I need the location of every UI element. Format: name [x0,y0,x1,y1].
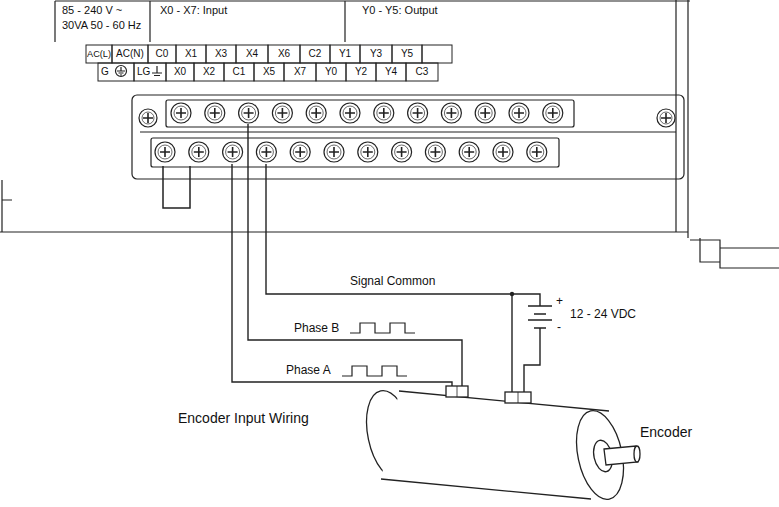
polarity-mark: + [556,295,563,309]
terminal-label-cell [224,63,254,81]
terminal-screw [657,109,675,127]
terminal-label: X6 [278,48,290,60]
terminal-screw [256,142,276,162]
terminal-screw [527,142,547,162]
terminal-label: X0 [174,66,186,78]
terminal-label: Y2 [355,66,367,78]
terminal-label-cell [176,45,206,63]
terminal-screw [272,103,292,123]
terminal-screw [392,142,412,162]
terminal-screw [543,103,563,123]
terminal-screw [374,103,394,123]
terminal-label-cell [254,63,284,81]
terminal-screw [340,103,360,123]
terminal-label: X5 [263,66,275,78]
terminal-label-grid [86,45,452,81]
terminal-label: AC(L) [87,49,111,60]
terminal-label-cell [316,63,346,81]
terminal-screw [493,142,513,162]
terminal-screw [189,142,209,162]
polarity-mark: - [557,321,561,335]
terminal-screw [408,103,428,123]
terminal-label: G [101,66,109,78]
terminal-label: X2 [203,66,215,78]
terminal-label-cell [376,63,406,81]
terminal-label-cell [236,45,268,63]
terminal-label-cell [86,45,112,63]
terminal-label: Y1 [339,48,351,60]
terminal-label-cell [268,45,300,63]
terminal-label: C1 [233,66,246,78]
terminal-label-cell [112,45,148,63]
terminal-label: X7 [294,66,306,78]
terminal-label-cell [300,45,330,63]
terminal-label-cell [148,45,176,63]
signal-name: Phase B [294,322,339,336]
terminal-label-cell [360,45,392,63]
signal-name: Signal Common [350,275,435,289]
terminal-screw [358,142,378,162]
terminal-screw [239,103,259,123]
terminal-label: C3 [416,66,429,78]
terminal-screw [306,103,326,123]
terminal-screw [324,142,344,162]
supply-rating: 30VA 50 - 60 Hz [62,19,141,32]
terminal-label-cell [284,63,316,81]
terminal-label-cell [422,45,452,63]
terminal-label-cell [330,45,360,63]
terminal-screw [509,103,529,123]
terminal-label-cell [98,63,134,81]
terminal-label: Y4 [385,66,397,78]
terminal-screw [290,142,310,162]
terminal-label-cell [346,63,376,81]
terminal-label: Y5 [401,48,413,60]
figure-caption: Encoder Input Wiring [178,410,309,426]
terminal-label: X1 [185,48,197,60]
terminal-label: AC(N) [116,48,144,60]
terminal-label-cell [206,45,236,63]
encoder-body [350,378,710,505]
terminal-label-cell [166,63,194,81]
terminal-screw [223,142,243,162]
terminal-screw [441,103,461,123]
terminal-screw [205,103,225,123]
input-range: X0 - X7: Input [160,4,227,17]
terminal-label-cell [134,63,166,81]
terminal-screw [459,142,479,162]
terminal-label: X3 [215,48,227,60]
terminal-label-cell [392,45,422,63]
voltage-label: 12 - 24 VDC [570,308,636,322]
terminal-label-cell [406,63,438,81]
terminal-label: Y0 [325,66,337,78]
terminal-label: C2 [309,48,322,60]
terminal-label: Y3 [370,48,382,60]
supply-rating: 85 - 240 V ~ [62,4,122,17]
terminal-screw [475,103,495,123]
terminal-label: C0 [156,48,169,60]
terminal-label-cell [194,63,224,81]
encoder: Encoder [350,378,710,505]
terminal-screw [171,103,191,123]
output-range: Y0 - Y5: Output [362,4,438,17]
terminal-screw [155,142,175,162]
terminal-label: X4 [246,48,258,60]
terminal-screw [139,109,157,127]
terminal-screw [425,142,445,162]
terminal-label: LG [137,66,150,78]
encoder-label: Encoder [640,424,692,440]
signal-name: Phase A [286,364,331,378]
